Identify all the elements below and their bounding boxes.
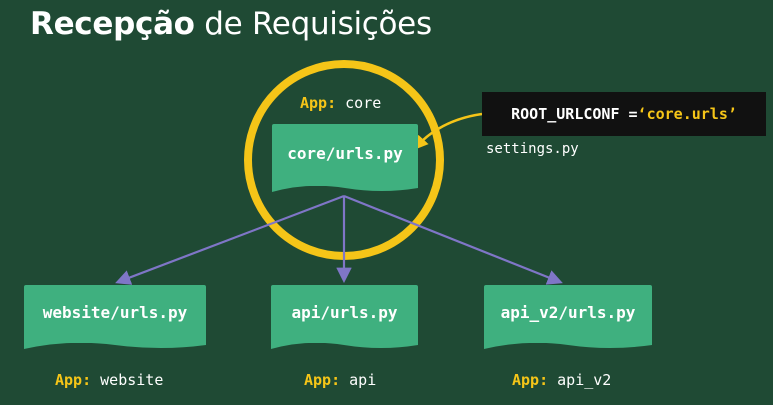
root-urlconf-value: ‘core.urls’ (637, 105, 737, 123)
website-app-key: App: (55, 371, 92, 389)
title-rest: de Requisições (194, 6, 432, 42)
core-app-label: App: core (300, 94, 381, 112)
website-urls-filename: website/urls.py (42, 302, 188, 322)
api-app-name: api (340, 371, 377, 389)
core-urls-document: core/urls.py (272, 124, 418, 192)
api-urls-filename: api/urls.py (291, 302, 398, 322)
api-v2-urls-document: api_v2/urls.py (484, 285, 652, 349)
document-wave-icon (484, 341, 652, 349)
root-urlconf-code: ROOT_URLCONF = ‘core.urls’ (482, 92, 766, 136)
core-app-key: App: (300, 94, 337, 112)
document-wave-icon (271, 341, 418, 349)
arrow-to-api-v2 (343, 194, 563, 285)
core-urls-filename: core/urls.py (287, 143, 403, 163)
api-urls-document: api/urls.py (271, 285, 418, 349)
title-bold: Recepção (30, 6, 195, 42)
api-app-label: App: api (304, 371, 376, 389)
core-app-name: core (336, 94, 382, 112)
root-urlconf-setting: ROOT_URLCONF = (511, 105, 638, 123)
website-app-label: App: website (55, 371, 163, 389)
website-urls-document: website/urls.py (24, 285, 206, 349)
settings-filename: settings.py (486, 141, 579, 157)
api-v2-app-key: App: (512, 371, 549, 389)
api-app-key: App: (304, 371, 341, 389)
document-wave-icon (272, 184, 418, 192)
document-wave-icon (24, 341, 206, 349)
api-v2-app-label: App: api_v2 (512, 371, 611, 389)
page-title: Recepção de Requisições (30, 6, 432, 42)
arrow-to-website (115, 194, 345, 285)
website-app-name: website (91, 371, 164, 389)
api-v2-app-name: api_v2 (548, 371, 612, 389)
api-v2-urls-filename: api_v2/urls.py (500, 302, 636, 322)
settings-arrow (413, 112, 483, 151)
